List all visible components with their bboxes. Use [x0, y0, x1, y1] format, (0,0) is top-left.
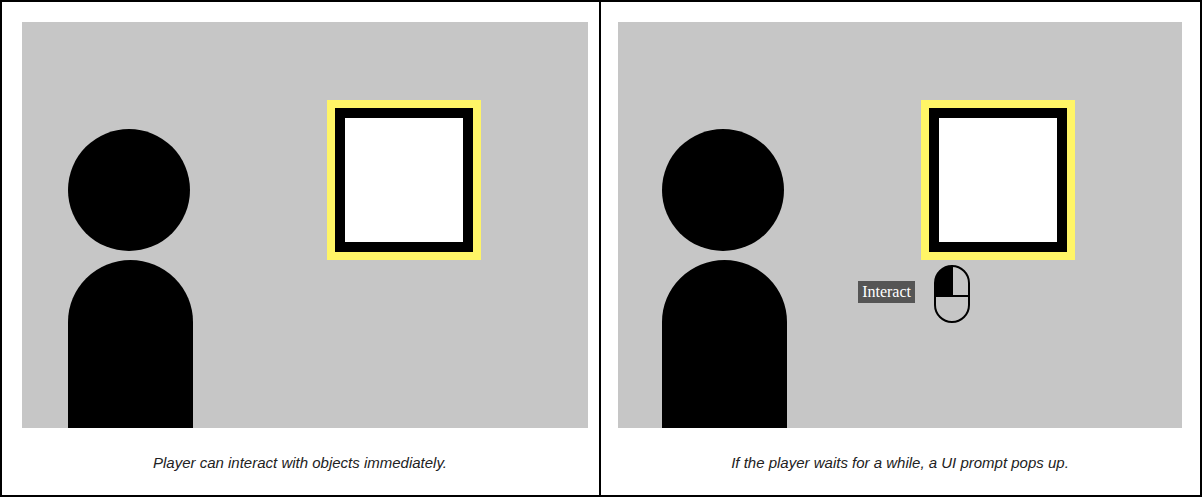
object-face [345, 118, 463, 242]
mouse-divider [951, 266, 953, 296]
scene-background [618, 22, 1182, 428]
player-body [662, 260, 787, 428]
object-frame [929, 108, 1067, 252]
panel-caption: If the player waits for a while, a UI pr… [610, 454, 1190, 471]
mouse-left-button [935, 266, 952, 296]
mouse-icon [935, 266, 969, 322]
highlight-outline [921, 100, 1075, 260]
object-frame [335, 108, 473, 252]
mouse-outline [935, 266, 969, 322]
scene-background [22, 22, 588, 428]
object-face [939, 118, 1057, 242]
prompt-label: Interact [858, 281, 915, 303]
player-head [68, 129, 190, 251]
panel-caption: Player can interact with objects immedia… [10, 454, 590, 471]
panel-divider [599, 1, 601, 496]
prompt-text: Interact [862, 283, 911, 300]
player-body [68, 260, 193, 428]
player-head [662, 129, 784, 251]
highlight-outline [327, 100, 481, 260]
